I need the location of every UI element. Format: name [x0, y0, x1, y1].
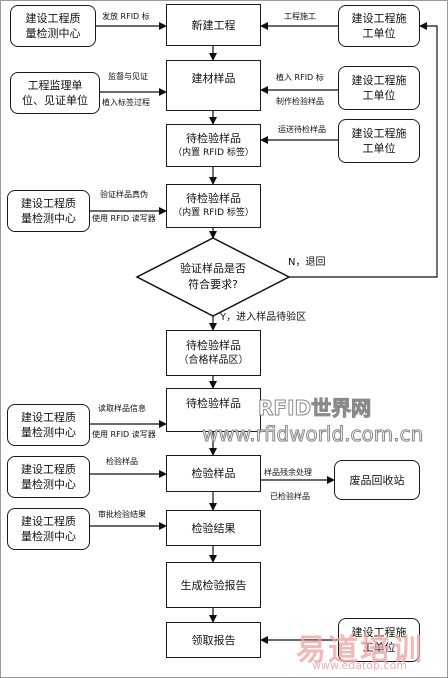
process-new-project-label: 新建工程 — [191, 18, 236, 32]
label-leftover: 样品残余处理 — [264, 468, 312, 477]
actor-qc-center-1-line1: 建设工程质 — [25, 12, 81, 25]
process-collect-report-label: 领取报告 — [191, 633, 236, 647]
process-pending-sample-rfid-2-line1: 待检验样品 — [186, 192, 241, 205]
label-issue-rfid: 发放 RFID 标 — [102, 12, 150, 21]
decision-text-line1: 验证样品是否 — [180, 262, 246, 275]
actor-qc-center-5-line2: 量检测中心 — [21, 530, 76, 543]
process-qualified-area-line1: 待检验样品 — [186, 339, 241, 352]
actor-qc-center-3-line1: 建设工程质 — [21, 411, 76, 424]
process-pending-sample-3: 待检验样品 — [166, 388, 261, 432]
label-no-return: N，退回 — [288, 257, 326, 268]
actor-qc-center-2-line2: 量检测中心 — [21, 212, 76, 225]
decision-text: 验证样品是否 符合要求? — [163, 261, 263, 293]
label-yes-enter: Y，进入样品待验区 — [220, 312, 307, 323]
actor-contractor-4-line1: 建设工程施 — [351, 626, 407, 639]
process-qualified-area: 待检验样品 （合格样品区） — [166, 330, 261, 376]
label-use-reader-2: 使用 RFID 读写器 — [92, 430, 156, 439]
actor-qc-center-2-line1: 建设工程质 — [21, 197, 76, 210]
watermark-brand-url: www.edatop.com — [312, 659, 407, 672]
process-material-sample: 建材样品 — [166, 60, 261, 111]
actor-contractor-2-line2: 工单位 — [362, 89, 396, 102]
actor-supervisor-line2: 位、见证单位 — [22, 94, 88, 107]
actor-supervisor-line1: 工程监理单 — [27, 79, 83, 92]
process-inspect-sample: 检验样品 — [166, 455, 261, 492]
process-pending-sample-3-label: 待检验样品 — [186, 396, 241, 410]
label-use-reader-1: 使用 RFID 读写器 — [92, 214, 156, 223]
actor-qc-center-2: 建设工程质 量检测中心 — [7, 190, 90, 232]
label-read-info: 读取样品信息 — [98, 404, 146, 413]
decision-text-line2: 符合要求? — [188, 278, 238, 291]
actor-qc-center-4: 建设工程质 量检测中心 — [7, 456, 90, 498]
actor-contractor-3: 建设工程施 工单位 — [338, 119, 420, 163]
watermark-brand: 易道培训 — [296, 633, 424, 668]
actor-qc-center-5-line1: 建设工程质 — [21, 515, 76, 528]
actor-contractor-4-line2: 工单位 — [362, 641, 396, 654]
process-pending-sample-rfid-2-line2: （内置 RFID 标签） — [173, 208, 254, 218]
process-inspection-result-label: 检验结果 — [191, 521, 236, 535]
process-generate-report-label: 生成检验报告 — [180, 578, 247, 592]
recycle-bin-label: 废品回收站 — [349, 473, 405, 487]
process-pending-sample-rfid-1-line1: 待检验样品 — [186, 131, 241, 145]
actor-qc-center-4-line1: 建设工程质 — [21, 463, 76, 476]
actor-contractor-2-line1: 建设工程施 — [351, 74, 407, 87]
label-implant-rfid: 植入 RFID 标 — [276, 73, 324, 82]
label-witness: 监督与见证 — [108, 72, 148, 81]
actor-qc-center-4-line2: 量检测中心 — [21, 478, 76, 491]
label-deliver: 运送待检样品 — [278, 125, 326, 134]
label-verify-auth: 验证样品真伪 — [100, 190, 148, 199]
actor-qc-center-1: 建设工程质 量检测中心 — [10, 5, 96, 47]
actor-qc-center-3: 建设工程质 量检测中心 — [7, 404, 90, 446]
process-collect-report: 领取报告 — [166, 622, 261, 658]
recycle-bin: 废品回收站 — [334, 460, 420, 500]
process-new-project: 新建工程 — [166, 4, 261, 46]
process-pending-sample-rfid-1: 待检验样品 （内置 RFID 标签） — [166, 124, 261, 167]
decision-diamond — [135, 237, 291, 317]
actor-contractor-1-line2: 工单位 — [362, 27, 396, 40]
watermark-rfidworld-url: www.rfidworld.com.cn — [201, 422, 424, 447]
process-pending-sample-rfid-1-line2: （内置 RFID 标签） — [173, 147, 254, 158]
process-generate-report: 生成检验报告 — [166, 562, 261, 608]
process-qualified-area-line2: （合格样品区） — [178, 355, 249, 366]
watermark-rfidworld: RFID世界网 — [257, 396, 372, 421]
actor-contractor-3-line1: 建设工程施 — [351, 127, 407, 140]
actor-contractor-1-line1: 建设工程施 — [351, 12, 407, 25]
arrow-decision-return — [289, 22, 438, 278]
actor-contractor-2: 建设工程施 工单位 — [338, 66, 420, 110]
label-inspect: 检验样品 — [106, 457, 138, 466]
process-material-sample-label: 建材样品 — [191, 72, 236, 85]
actor-contractor-1: 建设工程施 工单位 — [338, 5, 420, 47]
process-inspection-result: 检验结果 — [166, 510, 261, 546]
process-inspect-sample-label: 检验样品 — [191, 467, 236, 480]
actor-qc-center-1-line2: 量检测中心 — [25, 27, 81, 40]
actor-qc-center-5: 建设工程质 量检测中心 — [7, 508, 90, 550]
actor-contractor-4: 建设工程施 工单位 — [338, 618, 420, 662]
actor-supervisor: 工程监理单 位、见证单位 — [10, 72, 100, 114]
label-implant-process: 植入标签过程 — [102, 98, 150, 107]
actor-contractor-3-line2: 工单位 — [362, 142, 396, 155]
label-inspected: 已检验样品 — [270, 492, 310, 501]
label-approve: 审批检验结果 — [98, 510, 146, 519]
process-pending-sample-rfid-2: 待检验样品 （内置 RFID 标签） — [166, 184, 261, 228]
label-make-sample: 制作检验样品 — [276, 97, 324, 106]
label-construction: 工程施工 — [284, 12, 316, 21]
actor-qc-center-3-line2: 量检测中心 — [21, 426, 76, 439]
